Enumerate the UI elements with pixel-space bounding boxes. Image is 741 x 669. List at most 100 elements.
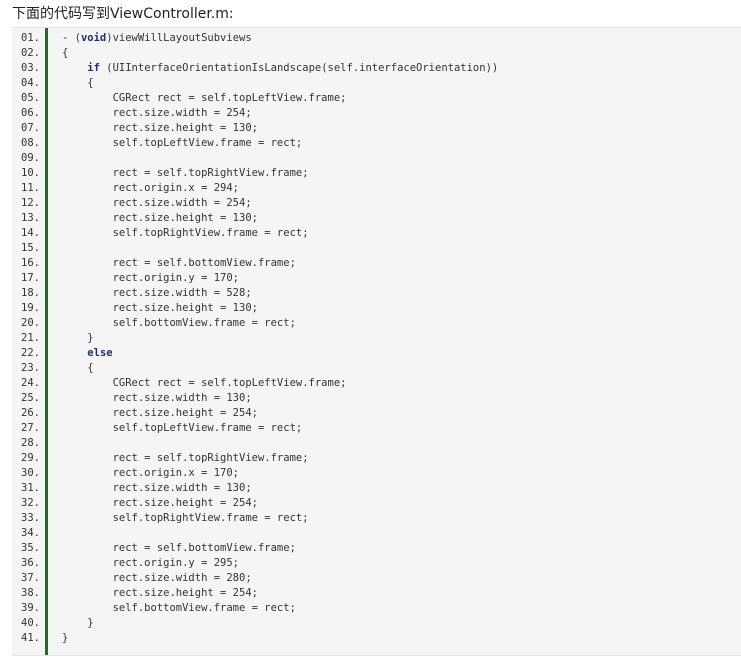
code-line: 41.} — [12, 631, 741, 646]
code-text: self.bottomView.frame = rect; — [62, 317, 296, 329]
code-text: rect = self.bottomView.frame; — [62, 257, 296, 269]
code-text: rect.size.height = 254; — [62, 497, 258, 509]
line-number: 14. — [21, 227, 40, 239]
line-number: 08. — [21, 137, 40, 149]
code-text: rect.size.height = 254; — [62, 407, 258, 419]
code-line: 05. CGRect rect = self.topLeftView.frame… — [12, 91, 741, 106]
line-number: 28. — [21, 437, 40, 449]
code-text: { — [62, 47, 69, 59]
code-text: rect = self.topRightView.frame; — [62, 167, 309, 179]
code-text: rect.origin.y = 295; — [62, 557, 240, 569]
code-line: 27. self.topLeftView.frame = rect; — [12, 421, 741, 436]
code-text: - (void)viewWillLayoutSubviews — [62, 32, 252, 44]
code-line: 38. rect.size.height = 254; — [12, 586, 741, 601]
line-number: 33. — [21, 512, 40, 524]
code-text: rect.origin.x = 170; — [62, 467, 240, 479]
code-line: 24. CGRect rect = self.topLeftView.frame… — [12, 376, 741, 391]
code-text: self.topRightView.frame = rect; — [62, 227, 309, 239]
code-text: rect.origin.x = 294; — [62, 182, 240, 194]
code-block: 01. - (void)viewWillLayoutSubviews 02. {03.… — [12, 27, 741, 656]
code-line: 18. rect.size.width = 528; — [12, 286, 741, 301]
line-number: 39. — [21, 602, 40, 614]
code-line: 17. rect.origin.y = 170; — [12, 271, 741, 286]
line-number: 34. — [21, 527, 40, 539]
code-text: rect.size.height = 254; — [62, 587, 258, 599]
code-line: 22. else — [12, 346, 741, 361]
code-text: CGRect rect = self.topLeftView.frame; — [62, 92, 347, 104]
line-number: 37. — [21, 572, 40, 584]
line-number: 09. — [21, 152, 40, 164]
line-number: 07. — [21, 122, 40, 134]
code-line: 34. — [12, 526, 741, 541]
line-number-gutter — [12, 28, 48, 655]
code-text: rect = self.bottomView.frame; — [62, 542, 296, 554]
code-text: } — [62, 632, 69, 644]
code-lines: 01. - (void)viewWillLayoutSubviews 02. {03.… — [12, 31, 741, 646]
line-number: 27. — [21, 422, 40, 434]
line-number: 18. — [21, 287, 40, 299]
code-line: 21. } — [12, 331, 741, 346]
code-line: 26. rect.size.height = 254; — [12, 406, 741, 421]
code-line: 36. rect.origin.y = 295; — [12, 556, 741, 571]
code-text: if (UIInterfaceOrientationIsLandscape(se… — [87, 62, 499, 74]
code-text: self.bottomView.frame = rect; — [62, 602, 296, 614]
line-number: 26. — [21, 407, 40, 419]
line-number: 04. — [21, 77, 40, 89]
code-line: 23. { — [12, 361, 741, 376]
line-number: 12. — [21, 197, 40, 209]
line-number: 35. — [21, 542, 40, 554]
code-text: else — [62, 346, 112, 361]
code-text: CGRect rect = self.topLeftView.frame; — [62, 377, 347, 389]
keyword: if — [87, 62, 100, 74]
code-text: rect.size.width = 254; — [62, 107, 252, 119]
code-line: 31. rect.size.width = 130; — [12, 481, 741, 496]
line-number: 19. — [21, 302, 40, 314]
code-line: 30. rect.origin.x = 170; — [12, 466, 741, 481]
code-line: 28. — [12, 436, 741, 451]
code-text: rect.size.width = 130; — [62, 392, 252, 404]
line-number: 38. — [21, 587, 40, 599]
code-line: 08. self.topLeftView.frame = rect; — [12, 136, 741, 151]
line-number: 05. — [21, 92, 40, 104]
code-line: 13. rect.size.height = 130; — [12, 211, 741, 226]
code-text: rect.size.width = 130; — [62, 482, 252, 494]
code-text: { — [62, 77, 94, 89]
code-text: self.topRightView.frame = rect; — [62, 512, 309, 524]
code-text: } — [62, 332, 94, 344]
code-line: 04. { — [12, 76, 741, 91]
line-number: 32. — [21, 497, 40, 509]
code-line: 25. rect.size.width = 130; — [12, 391, 741, 406]
code-text: rect.size.width = 280; — [62, 572, 252, 584]
code-line: 03. if (UIInterfaceOrientationIsLandscap… — [12, 61, 741, 76]
code-text: rect.size.height = 130; — [62, 212, 258, 224]
code-line: 19. rect.size.height = 130; — [12, 301, 741, 316]
code-text: rect.origin.y = 170; — [62, 272, 240, 284]
code-line: 39. self.bottomView.frame = rect; — [12, 601, 741, 616]
code-line: 12. rect.size.width = 254; — [12, 196, 741, 211]
code-line: 20. self.bottomView.frame = rect; — [12, 316, 741, 331]
line-number: 30. — [21, 467, 40, 479]
code-line: 06. rect.size.width = 254; — [12, 106, 741, 121]
code-text: { — [62, 362, 94, 374]
code-line: 02. { — [12, 46, 741, 61]
line-number: 22. — [21, 347, 40, 359]
code-text: self.topLeftView.frame = rect; — [62, 137, 303, 149]
code-line: 16. rect = self.bottomView.frame; — [12, 256, 741, 271]
line-number: 06. — [21, 107, 40, 119]
line-number: 23. — [21, 362, 40, 374]
code-line: 33. self.topRightView.frame = rect; — [12, 511, 741, 526]
code-line: 09. — [12, 151, 741, 166]
line-number: 41. — [21, 632, 40, 644]
line-number: 01. — [21, 32, 40, 44]
code-text: self.topLeftView.frame = rect; — [62, 422, 303, 434]
line-number: 40. — [21, 617, 40, 629]
code-line: 29. rect = self.topRightView.frame; — [12, 451, 741, 466]
line-number: 02. — [21, 47, 40, 59]
line-number: 31. — [21, 482, 40, 494]
line-number: 20. — [21, 317, 40, 329]
line-number: 25. — [21, 392, 40, 404]
line-number: 13. — [21, 212, 40, 224]
line-number: 29. — [21, 452, 40, 464]
code-line: 37. rect.size.width = 280; — [12, 571, 741, 586]
intro-text: 下面的代码写到ViewController.m: — [12, 6, 234, 22]
